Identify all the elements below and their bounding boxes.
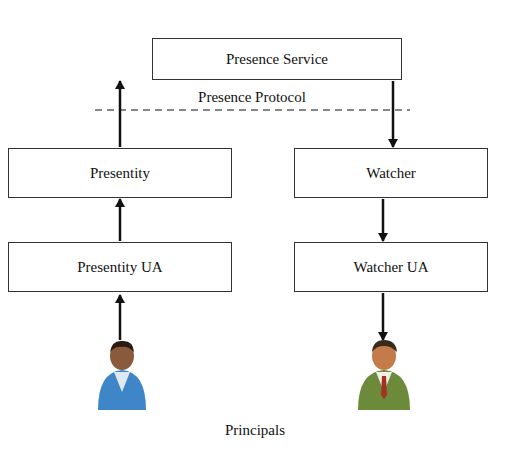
agent-box: Watcher UA — [294, 242, 488, 292]
service-box: Presence Service — [152, 38, 402, 80]
flow-arrow — [119, 81, 122, 147]
caption-label: Principals — [222, 422, 288, 439]
node-label: Presentity — [84, 165, 156, 182]
node-label: Presentity UA — [71, 259, 168, 276]
flow-arrow — [119, 199, 122, 241]
person-icon — [358, 340, 410, 410]
flow-arrow — [392, 81, 395, 147]
protocol-label: Presence Protocol — [195, 89, 309, 106]
process-box: Presentity — [8, 148, 232, 198]
node-label: Watcher UA — [347, 259, 434, 276]
user-arrow — [382, 293, 385, 340]
node-label: Presence Service — [220, 51, 334, 68]
protocol-dashed-line — [95, 109, 410, 110]
flow-arrow — [382, 199, 385, 241]
node-label: Watcher — [360, 165, 422, 182]
person-icon — [98, 341, 146, 410]
process-box: Watcher — [294, 148, 488, 198]
agent-box: Presentity UA — [8, 242, 232, 292]
user-arrow — [119, 295, 122, 340]
